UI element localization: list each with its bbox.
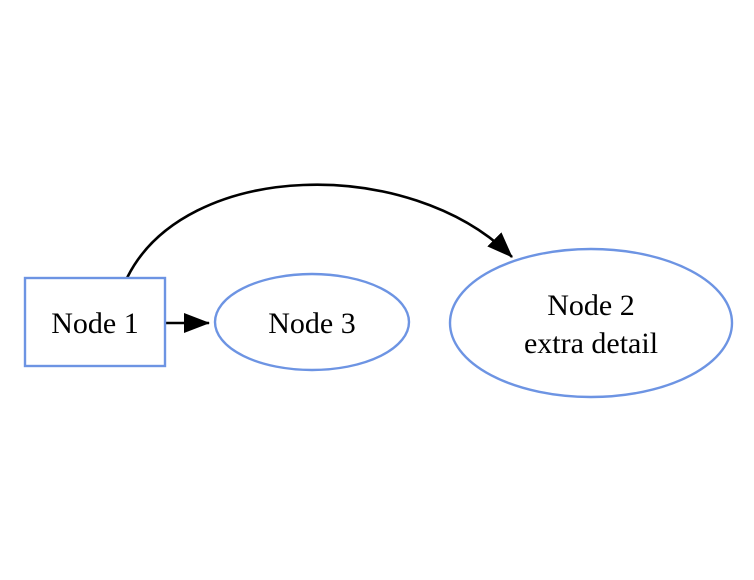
node2-label-line2: extra detail [524, 327, 658, 360]
node3-ellipse [213, 272, 411, 372]
node2-label-line1: Node 2 [547, 289, 634, 322]
edge-node1-to-node2 [125, 183, 513, 279]
node2-ellipse [448, 247, 734, 399]
node1-rectangle [23, 276, 167, 368]
node3-label: Node 3 [268, 307, 355, 340]
node1-label: Node 1 [51, 307, 138, 340]
